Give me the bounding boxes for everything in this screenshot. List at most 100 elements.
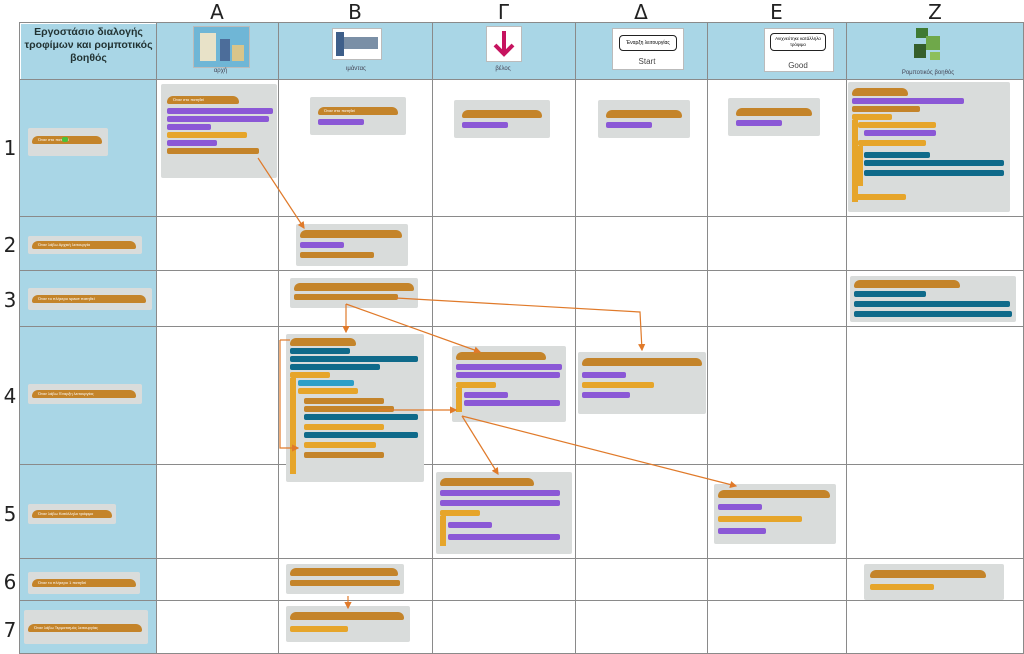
motion-block xyxy=(440,500,560,506)
column-header-e: Ε xyxy=(770,0,783,24)
data-block xyxy=(304,398,384,404)
row-number-7: 7 xyxy=(3,618,17,642)
event-block xyxy=(582,358,702,366)
hide-block xyxy=(462,122,508,128)
looks-block xyxy=(456,364,562,370)
hide-block xyxy=(606,122,652,128)
grid-line xyxy=(575,22,576,654)
motion-block xyxy=(456,372,560,378)
row-header-column-background xyxy=(20,79,156,654)
sprite-start-button-thumbnail[interactable]: Έναρξη λειτουργίας xyxy=(612,28,684,70)
stop-block xyxy=(870,584,934,590)
script-z3[interactable] xyxy=(850,276,1016,322)
script-g5[interactable] xyxy=(436,472,572,554)
script-g4[interactable] xyxy=(452,346,566,422)
event-block: Όταν λάβω Κατάλληλο τρόφιμο xyxy=(32,510,112,518)
script-b4[interactable] xyxy=(286,334,424,482)
pen-block xyxy=(854,301,1010,307)
grid-line xyxy=(278,22,279,654)
column-header-b: Β xyxy=(348,0,362,24)
wait-block xyxy=(852,194,906,200)
script-d1[interactable] xyxy=(598,100,690,138)
looks-block xyxy=(167,124,211,130)
control-block xyxy=(167,132,247,138)
row-number-5: 5 xyxy=(3,502,17,526)
grid-line xyxy=(19,270,1024,271)
forever-block xyxy=(852,114,892,120)
script-b3[interactable] xyxy=(290,278,418,308)
script-b1[interactable]: Όταν στο πατηθεί xyxy=(310,97,406,135)
broadcast-block xyxy=(167,148,259,154)
column-header-a: Α xyxy=(210,0,224,24)
row-header-script-4[interactable]: Όταν λάβω Έναρξη λειτουργίας xyxy=(28,384,142,404)
row-header-script-2[interactable]: Όταν λάβω Αρχική λειτουργία xyxy=(28,236,142,254)
event-block xyxy=(854,280,960,288)
event-block: Όταν λάβω Έναρξη λειτουργίας xyxy=(32,390,136,398)
good-button-text: Ανιχνεύτηκε κατάλληλο τρόφιμο xyxy=(770,33,826,51)
event-block xyxy=(290,568,398,576)
script-g1[interactable] xyxy=(454,100,550,138)
start-button-text: Έναρξη λειτουργίας xyxy=(619,35,677,51)
grid-line xyxy=(19,558,1024,559)
event-block xyxy=(718,490,830,498)
script-a1[interactable]: Όταν στο πατηθεί xyxy=(161,84,277,178)
sprite-start-thumbnail[interactable] xyxy=(193,26,250,68)
looks-block xyxy=(448,534,560,540)
event-block: Όταν στο πατηθεί xyxy=(32,136,102,144)
event-block xyxy=(456,352,546,360)
arrow-b4-to-g5 xyxy=(461,415,499,476)
row-header-script-1[interactable]: Όταν στο πατηθεί xyxy=(28,128,108,156)
event-block xyxy=(290,338,356,346)
sprite-label-conveyor: ιμάντας xyxy=(346,66,366,72)
event-block xyxy=(300,230,402,238)
corner-title: Εργοστάσιο διαλογής τροφίμων και ρομποτι… xyxy=(21,24,156,80)
sprite-conveyor-thumbnail[interactable] xyxy=(332,28,382,60)
grid-line xyxy=(432,22,433,654)
row-number-1: 1 xyxy=(3,136,17,160)
sprite-arrow-thumbnail[interactable] xyxy=(486,26,522,62)
looks-block xyxy=(864,130,936,136)
script-z6[interactable] xyxy=(864,564,1004,600)
script-e5[interactable] xyxy=(714,484,836,544)
show-block xyxy=(718,504,762,510)
hide-block xyxy=(718,528,766,534)
row-header-script-5[interactable]: Όταν λάβω Κατάλληλο τρόφιμο xyxy=(28,504,116,524)
hide-block xyxy=(582,392,630,398)
column-header-g: Γ xyxy=(497,0,510,24)
event-block xyxy=(870,570,986,578)
sprite-label-arrow: βέλος xyxy=(495,66,511,72)
show-block xyxy=(464,392,508,398)
script-b2[interactable] xyxy=(296,224,408,266)
wait-block xyxy=(582,382,654,388)
row-header-script-6[interactable]: Όταν το πλήκτρο 1 πατηθεί xyxy=(28,572,140,594)
looks-block xyxy=(167,140,217,146)
column-header-z: Ζ xyxy=(928,0,942,24)
row-number-6: 6 xyxy=(3,570,17,594)
looks-block xyxy=(440,490,560,496)
sprite-label-good: Good xyxy=(788,61,808,70)
broadcast-block xyxy=(294,294,398,300)
show-block xyxy=(582,372,626,378)
script-e1[interactable] xyxy=(728,98,820,136)
wait-block xyxy=(304,442,376,448)
row-header-script-3[interactable]: Όταν το πλήκτρο space πατηθεί xyxy=(28,288,152,310)
script-b6[interactable] xyxy=(286,564,404,594)
motion-block xyxy=(167,108,273,114)
script-z1[interactable] xyxy=(848,82,1010,212)
event-block xyxy=(462,110,542,118)
grid-line xyxy=(19,79,1024,80)
event-block xyxy=(852,88,908,96)
event-block xyxy=(606,110,682,118)
hide-block xyxy=(736,120,782,126)
sprite-good-thumbnail[interactable]: Ανιχνεύτηκε κατάλληλο τρόφιμο xyxy=(764,28,834,72)
looks-block xyxy=(464,400,560,406)
script-b7[interactable] xyxy=(286,606,410,642)
event-block: Όταν στο πατηθεί xyxy=(167,96,239,104)
sprite-robot-thumbnail[interactable] xyxy=(910,24,946,64)
event-block xyxy=(290,612,404,620)
row-header-script-7[interactable]: Όταν λάβω Τερματισμός λειτουργίας xyxy=(24,610,148,644)
if-block xyxy=(456,382,496,388)
header-row-background xyxy=(157,23,1024,79)
script-d4[interactable] xyxy=(578,352,706,414)
if-block xyxy=(298,388,358,394)
